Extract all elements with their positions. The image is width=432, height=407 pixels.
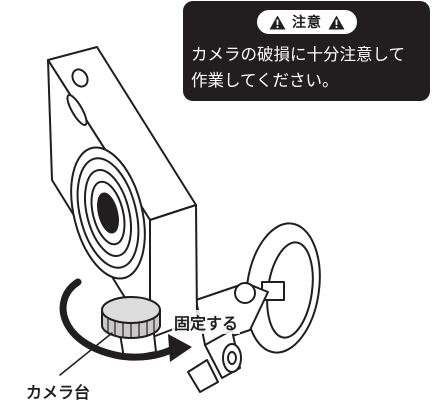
caution-message-line-1: カメラの破損に十分注意して bbox=[191, 45, 406, 64]
lens-ring-3 bbox=[84, 169, 132, 257]
lens-ring-4 bbox=[90, 180, 126, 246]
caution-message-line-2: 作業してください。 bbox=[191, 71, 339, 90]
caution-panel: 注意 カメラの破損に十分注意して 作業してください。 bbox=[183, 1, 430, 101]
caution-title: 注意 bbox=[292, 15, 322, 31]
warning-triangle-icon bbox=[269, 15, 286, 29]
caution-message: カメラの破損に十分注意して 作業してください。 bbox=[191, 42, 427, 94]
mount-ball bbox=[234, 282, 256, 304]
warning-triangle-icon bbox=[328, 15, 345, 29]
flash-window bbox=[66, 94, 88, 126]
tighten-label: 固定する bbox=[172, 310, 241, 334]
base-leader-line bbox=[59, 332, 113, 376]
camera-base-label: カメラ台 bbox=[26, 383, 91, 402]
lens-ring-2 bbox=[76, 157, 140, 269]
lens-glass bbox=[97, 192, 119, 234]
shutter-button bbox=[71, 68, 89, 88]
base-knob-top bbox=[101, 296, 161, 324]
rotation-arrow-icon bbox=[59, 278, 192, 362]
caution-header: 注意 bbox=[257, 10, 357, 34]
thumb-screw bbox=[187, 359, 219, 393]
